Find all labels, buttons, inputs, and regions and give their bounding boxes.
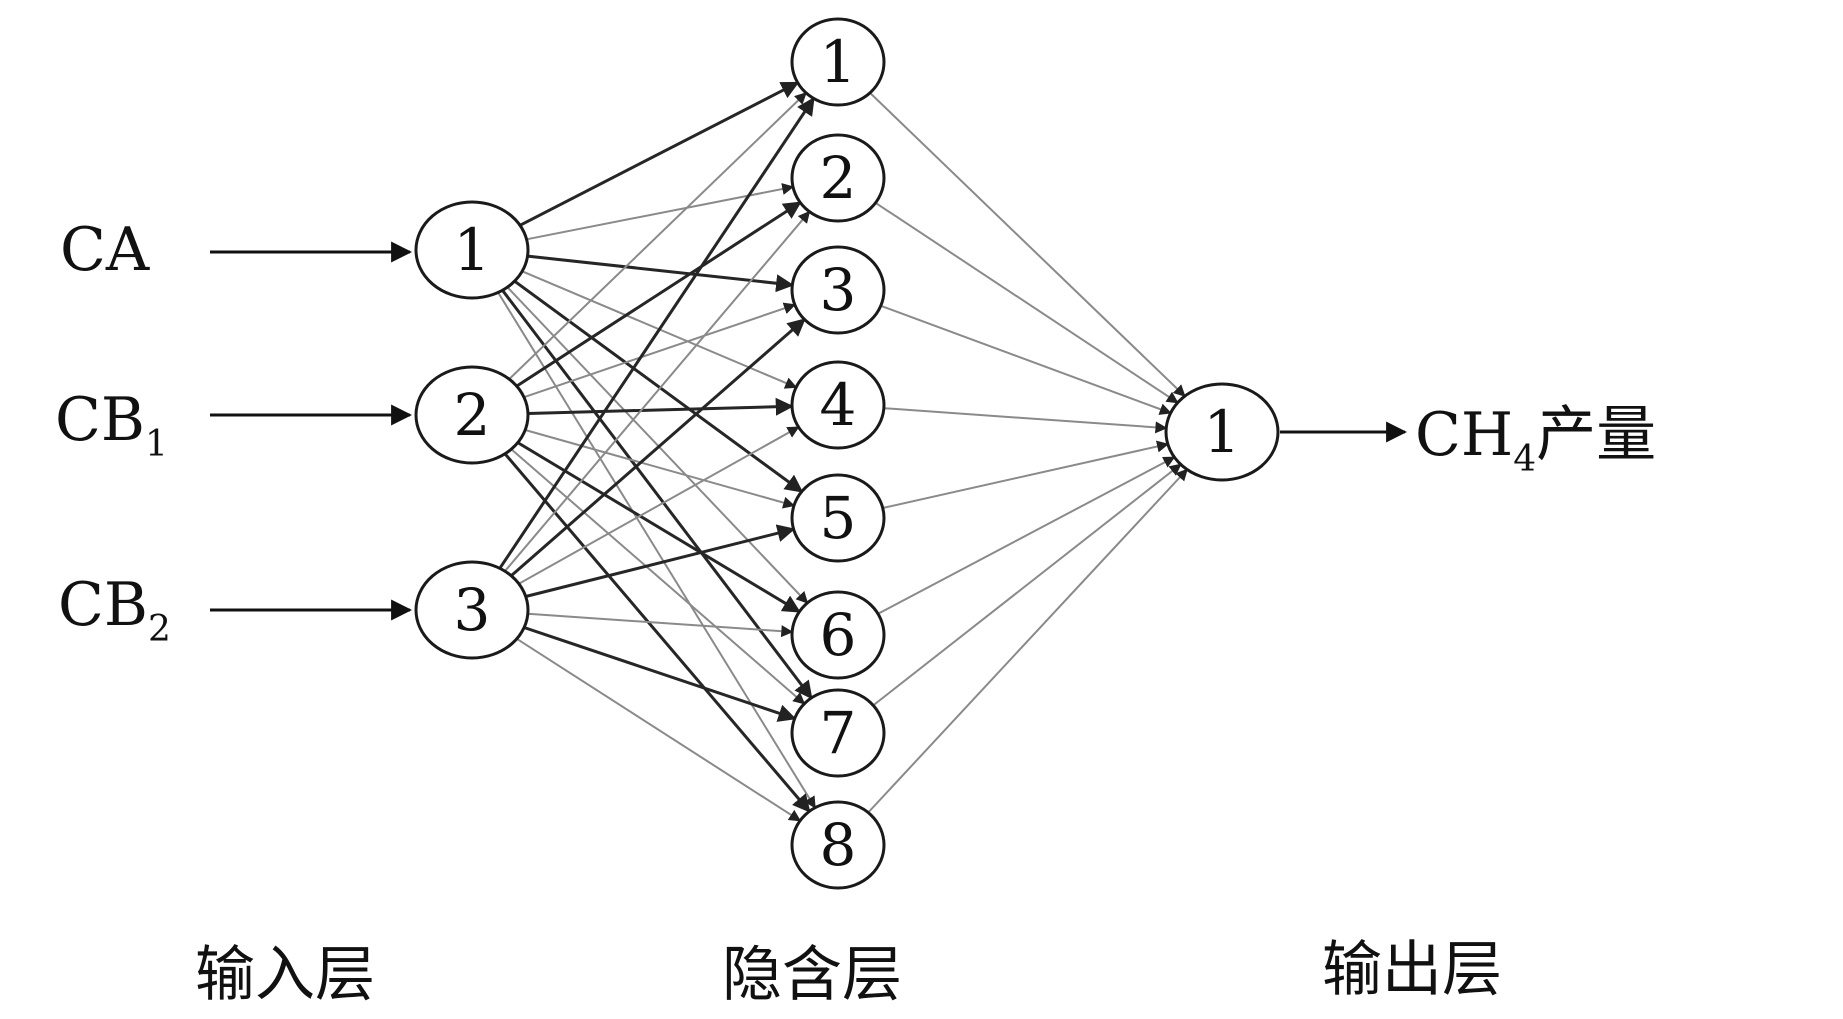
connection-input-3-hidden-1 (498, 97, 815, 570)
hidden-output-connections (867, 92, 1188, 814)
hidden-node-8: 8 (790, 800, 886, 890)
input-hidden-connections (497, 81, 816, 822)
connection-input-2-hidden-1 (508, 92, 807, 380)
connection-input-2-hidden-2 (515, 201, 802, 388)
connection-hidden-5-output-1 (882, 440, 1169, 509)
hidden-node-4: 4 (790, 360, 886, 450)
connection-input-3-hidden-3 (510, 318, 806, 577)
svg-text:7: 7 (820, 699, 857, 767)
output-node-1: 1 (1164, 382, 1280, 482)
input-node-3: 3 (414, 560, 530, 660)
input-label-1: CA (60, 215, 150, 285)
svg-text:3: 3 (454, 576, 491, 644)
hidden-node-1: 1 (790, 17, 886, 107)
hidden-node-5: 5 (790, 473, 886, 563)
connection-input-1-hidden-3 (527, 254, 795, 293)
connection-hidden-8-output-1 (867, 468, 1188, 814)
svg-text:1: 1 (820, 28, 857, 96)
connection-hidden-3-output-1 (880, 304, 1172, 415)
connection-input-1-hidden-1 (519, 81, 800, 227)
input-label-3: CB2 (58, 570, 171, 650)
connection-input-1-hidden-6 (506, 286, 809, 604)
connection-input-3-hidden-8 (516, 637, 802, 822)
hidden-layer: 1 2 3 4 5 6 7 (790, 17, 886, 890)
connection-input-3-hidden-4 (518, 426, 800, 585)
svg-text:5: 5 (820, 484, 857, 552)
connection-input-2-hidden-8 (503, 452, 811, 813)
connection-hidden-1-output-1 (869, 92, 1186, 397)
output-layer: 1 (1164, 382, 1280, 482)
connection-hidden-7-output-1 (872, 463, 1182, 707)
connection-hidden-2-output-1 (874, 201, 1179, 404)
svg-text:3: 3 (820, 256, 857, 324)
connection-input-2-hidden-7 (510, 448, 806, 705)
connection-input-2-hidden-4 (527, 397, 794, 416)
hidden-node-2: 2 (790, 133, 886, 223)
input-layer: 1 2 3 (414, 200, 530, 660)
connection-input-3-hidden-6 (527, 612, 794, 638)
input-labels: CA CB1 CB2 (55, 215, 171, 650)
hidden-node-6: 6 (790, 590, 886, 680)
svg-text:1: 1 (1204, 398, 1241, 466)
svg-text:2: 2 (820, 144, 857, 212)
svg-text:6: 6 (820, 601, 857, 669)
connection-hidden-6-output-1 (877, 456, 1176, 615)
connection-input-3-hidden-5 (525, 524, 796, 598)
output-layer-label: 输出层 (1322, 935, 1502, 1005)
input-node-2: 2 (414, 365, 530, 465)
svg-text:1: 1 (454, 216, 491, 284)
input-node-1: 1 (414, 200, 530, 300)
hidden-node-3: 3 (790, 245, 886, 335)
connection-input-1-hidden-8 (497, 291, 816, 809)
connection-input-2-hidden-3 (523, 302, 796, 399)
svg-text:4: 4 (820, 371, 857, 439)
input-layer-label: 输入层 (195, 940, 375, 1010)
output-label: CH4产量 (1415, 400, 1656, 480)
connection-input-2-hidden-5 (524, 429, 796, 509)
connection-input-3-hidden-7 (523, 626, 797, 722)
connection-input-3-hidden-2 (504, 210, 811, 572)
hidden-layer-label: 隐含层 (722, 940, 902, 1010)
svg-text:8: 8 (820, 811, 857, 879)
input-arrows (210, 241, 413, 621)
connection-hidden-4-output-1 (883, 407, 1168, 434)
input-label-2: CB1 (55, 385, 168, 465)
svg-text:2: 2 (454, 381, 491, 449)
hidden-node-7: 7 (790, 688, 886, 778)
connection-input-1-hidden-5 (513, 279, 804, 493)
